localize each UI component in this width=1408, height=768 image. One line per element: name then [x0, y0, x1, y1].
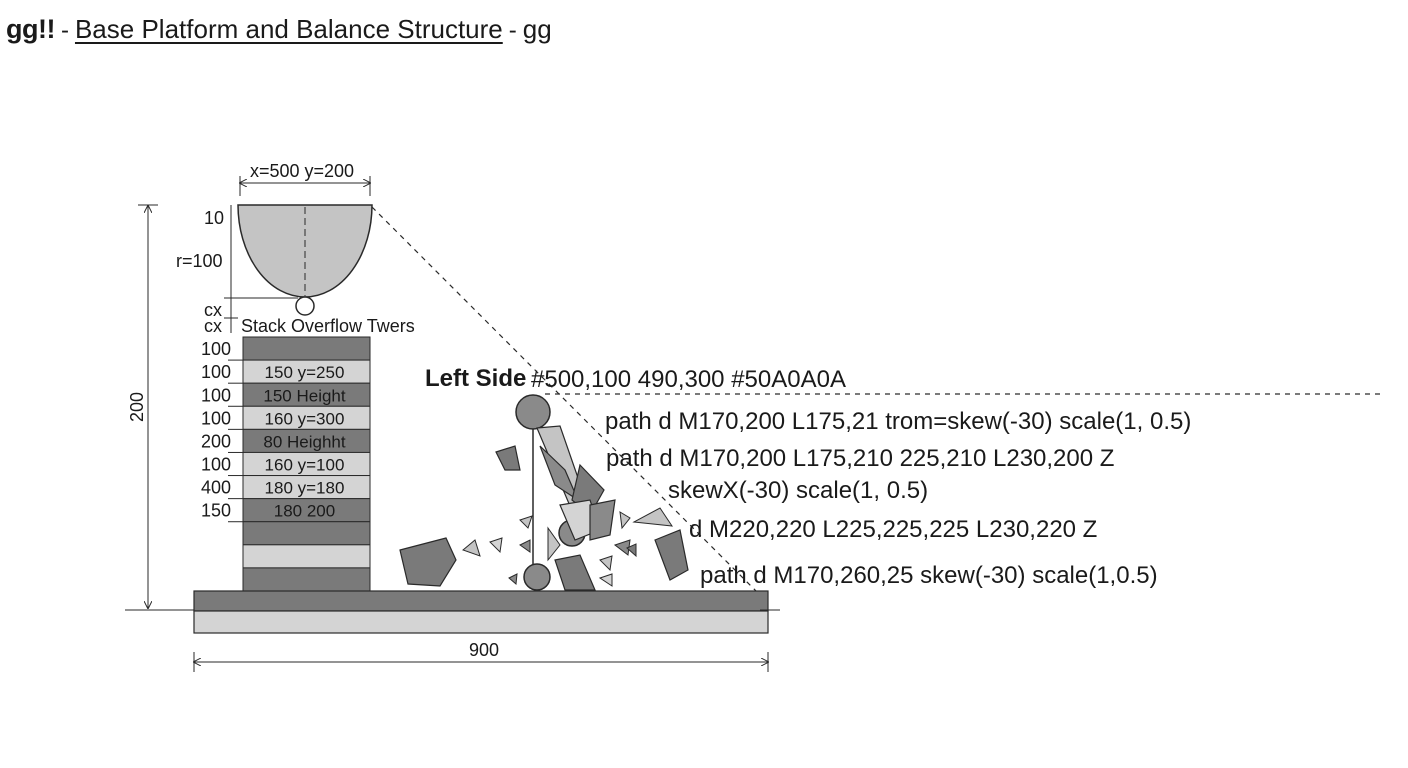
- left-side-label: Left Side: [425, 365, 526, 392]
- debris-shard: [632, 507, 674, 527]
- stack-block-label: 180 200: [274, 502, 335, 521]
- annotation-line: skewX(-30) scale(1, 0.5): [668, 477, 928, 504]
- color-note: #500,100 490,300 #50A0A0A: [531, 366, 846, 393]
- debris-shard: [495, 445, 521, 471]
- debris-shard: [554, 554, 596, 591]
- pivot-ball: [295, 296, 315, 316]
- stack-row-label: 100: [201, 455, 231, 475]
- debris-shard: [619, 511, 631, 530]
- stack-block: [242, 544, 371, 569]
- stack-block-label: 150 y=250: [265, 363, 345, 382]
- stack-block: [242, 336, 371, 361]
- pendulum-top-ball: [515, 394, 551, 430]
- stack-block-label: 180 y=180: [265, 479, 345, 498]
- base-platform: [193, 590, 780, 634]
- annotation-line: path d M170,200 L175,210 225,210 L230,20…: [606, 445, 1114, 472]
- annotation-line: path d M170,260,25 skew(-30) scale(1,0.5…: [700, 562, 1158, 589]
- debris-cluster: [399, 394, 689, 591]
- annotation-line: d M220,220 L225,225,225 L230,220 Z: [689, 516, 1097, 543]
- stack-block-label: 160 y=100: [265, 456, 345, 475]
- stack-block-label: 80 Heighht: [263, 432, 346, 451]
- debris-shard: [508, 573, 518, 586]
- guide-lines: [371, 206, 1380, 596]
- stack-block: [242, 567, 371, 592]
- debris-shard: [598, 573, 613, 587]
- cx-label-2: cx: [204, 316, 222, 336]
- top-dim-label: x=500 y=200: [250, 161, 354, 181]
- stack-block-label: 150 Height: [263, 386, 346, 405]
- tower-stack: 100 100 150 y=250 100 150 Height 100 160 y=300…: [201, 336, 371, 592]
- bottom-dimension: 900: [194, 640, 768, 672]
- stack-row-label: 100: [201, 362, 231, 382]
- header-separator: -: [508, 17, 517, 44]
- platform-bottom-slab: [193, 610, 769, 634]
- annotations: Left Side #500,100 490,300 #50A0A0A path…: [425, 365, 1191, 589]
- header-tail: gg: [522, 14, 552, 44]
- debris-shard: [489, 537, 503, 554]
- debris-shard: [519, 539, 531, 553]
- bowl-radius-label: r=100: [176, 251, 223, 271]
- page-title[interactable]: Base Platform and Balance Structure: [74, 14, 503, 44]
- debris-shard: [626, 543, 637, 558]
- stack-row-label: 400: [201, 478, 231, 498]
- platform-top-slab: [193, 590, 769, 612]
- stack-row-label: 200: [201, 431, 231, 451]
- debris-shard: [399, 537, 457, 587]
- debris-shard: [519, 515, 533, 529]
- stack-row-label: 100: [201, 408, 231, 428]
- debris-shard: [599, 555, 613, 572]
- debris-shard: [589, 499, 616, 541]
- balance-bowl: 10 r=100 cx cx Stack Overflow Twers: [176, 204, 415, 336]
- header: gg!! - Base Platform and Balance Structu…: [6, 14, 552, 54]
- pendulum-bottom-ball: [523, 563, 551, 591]
- stack-row-label: 100: [201, 339, 231, 359]
- annotation-line: path d M170,200 L175,21 trom=skew(-30) s…: [605, 408, 1191, 435]
- stack-row-label: 150: [201, 501, 231, 521]
- stack-row-label: 100: [201, 385, 231, 405]
- top-dimension: x=500 y=200: [240, 161, 370, 196]
- debris-shard: [654, 529, 689, 581]
- debris-shard: [462, 539, 481, 557]
- stack-block: [242, 521, 371, 546]
- header-separator: -: [60, 17, 69, 44]
- left-dimension: 200: [125, 204, 205, 611]
- stack-block-label: 160 y=300: [265, 409, 345, 428]
- stack-title: Stack Overflow Twers: [241, 316, 415, 336]
- bottom-dim-label: 900: [469, 640, 499, 660]
- brand-label: gg!!: [6, 14, 55, 44]
- debris-shard: [547, 526, 561, 562]
- bowl-top-label: 10: [204, 208, 224, 228]
- left-dim-label: 200: [127, 392, 147, 422]
- cx-label-1: cx: [204, 300, 222, 320]
